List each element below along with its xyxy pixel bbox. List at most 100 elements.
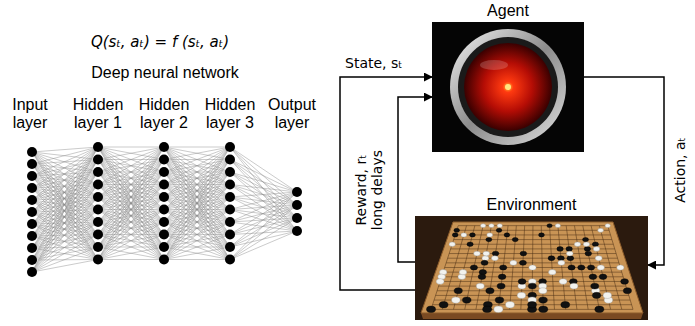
connection-line [98, 235, 164, 260]
connection-line [164, 147, 230, 172]
connection-line [164, 147, 230, 247]
white-stone [598, 228, 604, 232]
neuron-dot [27, 219, 37, 229]
connection-line [98, 197, 164, 260]
black-stone [483, 306, 492, 313]
black-stone [566, 247, 572, 252]
black-stone [539, 233, 545, 237]
black-stone [587, 265, 594, 270]
black-stone [454, 288, 462, 294]
black-stone [486, 288, 494, 294]
connection-line [98, 172, 164, 260]
connection-line [98, 160, 164, 260]
black-stone [512, 237, 518, 241]
white-stone [570, 283, 578, 289]
black-stone [519, 260, 526, 265]
white-stone [559, 279, 567, 285]
connection-line [230, 205, 297, 210]
connection-line [98, 147, 164, 247]
grid-line [566, 226, 577, 310]
black-stone [452, 233, 458, 237]
connection-line [164, 197, 230, 260]
neuron-dot [225, 217, 235, 227]
connection-line [32, 160, 98, 273]
connection-line [164, 147, 230, 260]
neuron-dot [27, 255, 37, 265]
black-stone [595, 306, 604, 313]
connection-line [32, 147, 98, 272]
neuron-dot [159, 255, 169, 265]
neuron-dot [93, 230, 103, 240]
neuron-dot [292, 213, 302, 223]
white-stone [449, 242, 455, 246]
white-stone [497, 224, 502, 228]
connection-line [98, 147, 164, 260]
image-ground [415, 216, 648, 320]
connection-line [164, 147, 230, 185]
neuron-dot [159, 180, 169, 190]
connection-line [98, 247, 164, 260]
go-board-image [415, 216, 648, 320]
black-stone [547, 224, 552, 228]
connection-line [164, 160, 230, 260]
black-stone [467, 242, 473, 246]
connection-line [230, 147, 297, 231]
connection-line [98, 210, 164, 260]
white-stone [603, 292, 611, 298]
connection-line [164, 259, 230, 260]
white-stone [574, 242, 580, 246]
white-stone [474, 251, 481, 256]
figure-title: Deep neural network [50, 64, 280, 82]
connection-line [32, 147, 98, 176]
connection-line [32, 222, 98, 272]
connection-line [98, 185, 164, 260]
neuron-dot [225, 142, 235, 152]
grid-line [558, 226, 566, 310]
connection-line [98, 235, 164, 260]
white-stone [489, 224, 494, 228]
connection-line [98, 259, 164, 260]
node-heading: Environment [395, 196, 668, 214]
neuron-dot [159, 217, 169, 227]
connection-line [164, 222, 230, 260]
white-stone [549, 269, 556, 274]
black-stone [589, 274, 597, 279]
black-stone [592, 242, 598, 246]
black-stone [592, 292, 600, 298]
white-stone [595, 256, 602, 261]
connection-line [230, 192, 297, 260]
connection-line [164, 147, 230, 210]
connection-line [98, 247, 164, 260]
neuron-dot [159, 142, 169, 152]
board-side [421, 313, 643, 319]
black-stone [599, 274, 607, 279]
formula: Q(sₜ, aₜ) = f (sₜ, aₜ) [45, 34, 275, 51]
connection-line [98, 147, 164, 235]
connection-line [32, 210, 98, 273]
white-stone [593, 247, 599, 252]
connection-line [164, 147, 230, 172]
neuron-dot [27, 183, 37, 193]
white-stone [566, 251, 573, 256]
connection-line [98, 147, 164, 197]
neuron-dot [159, 230, 169, 240]
black-stone [478, 274, 486, 279]
connection-line [164, 147, 230, 235]
layer-label: Hidden layer 2 [133, 96, 195, 132]
neuron-dot [225, 242, 235, 252]
connection-line [32, 147, 98, 212]
white-stone [436, 279, 444, 285]
connection-line [32, 185, 98, 273]
connection-line [164, 210, 230, 260]
neuron-dot [225, 155, 235, 165]
connection-line [164, 172, 230, 260]
black-stone [520, 251, 527, 256]
neuron-dot [27, 195, 37, 205]
connection-line [98, 222, 164, 260]
connection-line [230, 210, 297, 219]
connection-line [164, 147, 230, 185]
connection-line [164, 147, 230, 160]
black-stone [481, 260, 488, 265]
connection-line [230, 147, 297, 192]
connection-line [164, 147, 230, 235]
